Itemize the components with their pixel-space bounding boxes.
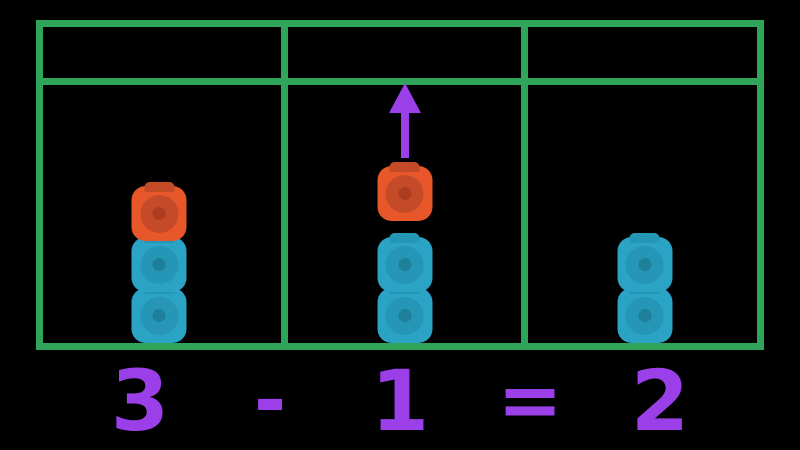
token-center-dot <box>398 258 411 271</box>
table-cell-start-group[interactable] <box>43 85 281 343</box>
equation-equals-sign: = <box>497 355 563 446</box>
token-center-dot <box>398 187 411 200</box>
token-center-dot <box>638 258 651 271</box>
token-blue[interactable] <box>617 284 672 343</box>
token-orange[interactable] <box>131 182 187 241</box>
equation-minus-sign: - <box>253 355 287 446</box>
table-cell-take-away-group[interactable] <box>288 83 521 343</box>
token-blue[interactable] <box>377 233 432 292</box>
removed-token-wrapper[interactable] <box>377 162 432 221</box>
token-center-dot <box>638 309 651 322</box>
token-blue[interactable] <box>131 233 187 292</box>
table-cell-result-group[interactable] <box>528 85 757 343</box>
header-cell-2 <box>288 27 521 78</box>
token-blue[interactable] <box>377 284 432 343</box>
token-center-dot <box>398 309 411 322</box>
token-center-dot <box>152 207 166 220</box>
header-cell-1 <box>43 27 281 78</box>
header-cell-3 <box>528 27 757 78</box>
token-orange-removed[interactable] <box>377 162 432 221</box>
token-blue[interactable] <box>617 233 672 292</box>
token-center-dot <box>152 309 166 322</box>
body-divider-1 <box>281 85 288 343</box>
remove-arrow-icon <box>388 83 422 158</box>
manipulative-table <box>36 20 764 350</box>
token-center-dot <box>152 258 166 271</box>
token-stack-start[interactable] <box>131 182 187 343</box>
token-stack-result[interactable] <box>617 233 672 343</box>
equation-minuend: 3 <box>110 351 170 450</box>
header-divider-1 <box>281 27 288 78</box>
token-lip <box>389 233 420 243</box>
equation-row: 3 - 1 = 2 <box>36 352 764 449</box>
equation-difference: 2 <box>630 351 690 450</box>
body-divider-2 <box>521 85 528 343</box>
arrow-up-svg <box>388 83 421 158</box>
token-stack-take-away[interactable] <box>377 233 432 343</box>
header-divider-2 <box>521 27 528 78</box>
token-lip <box>144 182 174 192</box>
token-blue[interactable] <box>131 284 187 343</box>
table-header-row <box>43 27 757 85</box>
table-body-row <box>43 83 757 343</box>
equation-subtrahend: 1 <box>370 351 430 450</box>
token-lip <box>389 162 420 172</box>
token-lip <box>629 233 660 243</box>
